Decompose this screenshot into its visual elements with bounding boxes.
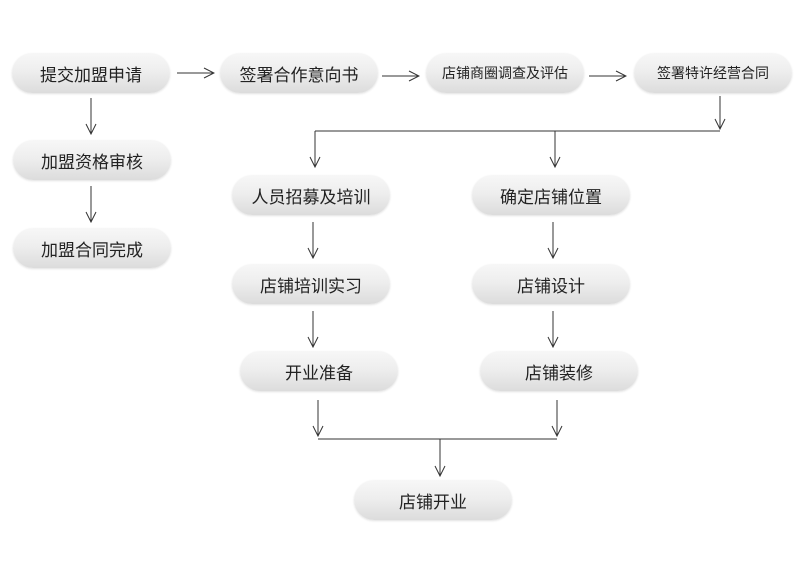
step-opening-prep: 开业准备: [240, 351, 398, 391]
step-confirm-location: 确定店铺位置: [472, 175, 630, 215]
step-store-opening: 店铺开业: [354, 480, 512, 520]
step-sign-franchise: 签署特许经营合同: [634, 53, 792, 93]
step-store-decoration: 店铺装修: [480, 351, 638, 391]
step-complete-contract: 加盟合同完成: [13, 228, 171, 268]
step-recruit-staff: 人员招募及培训: [232, 175, 390, 215]
step-submit-application: 提交加盟申请: [12, 53, 170, 93]
step-store-training: 店铺培训实习: [232, 264, 390, 304]
step-sign-intent: 签署合作意向书: [220, 53, 378, 93]
step-store-design: 店铺设计: [472, 264, 630, 304]
step-review-qualification: 加盟资格审核: [13, 140, 171, 180]
step-site-survey: 店铺商圈调查及评估: [426, 53, 584, 93]
